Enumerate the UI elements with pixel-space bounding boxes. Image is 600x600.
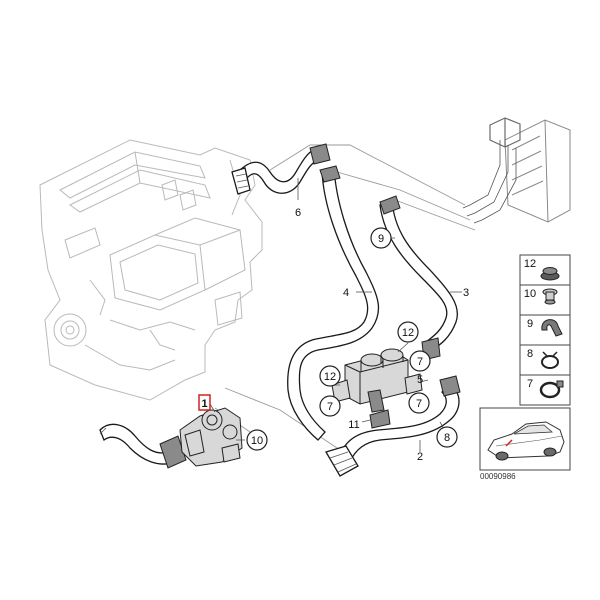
legend-label: 8: [527, 348, 533, 360]
callout-part-7-left[interactable]: 7: [319, 395, 341, 417]
hose-2-8: [325, 375, 461, 477]
hose-9-3: [379, 195, 458, 361]
legend-label: 12: [524, 258, 536, 270]
callout-label: 8: [444, 432, 450, 444]
callout-label: 11: [348, 419, 359, 431]
hose-6: [231, 143, 331, 195]
callout-label: 7: [417, 356, 423, 368]
callout-label: 4: [343, 287, 349, 299]
parts-legend: 12 10 9 8: [519, 254, 571, 406]
callout-label: 2: [417, 451, 423, 463]
callout-label: 9: [378, 233, 384, 245]
hose-4: [287, 165, 380, 441]
callout-part-9[interactable]: 9: [370, 227, 392, 249]
callout-label: 7: [416, 398, 422, 410]
callout-part-3[interactable]: 3: [463, 287, 469, 299]
engine-block-illustration: [39, 139, 263, 401]
callout-part-1[interactable]: 1: [198, 394, 211, 411]
legend-row-12[interactable]: 12: [524, 258, 560, 281]
callout-label: 1: [201, 398, 207, 410]
bolt-icon: [542, 288, 558, 305]
callout-part-10[interactable]: 10: [246, 429, 268, 451]
callout-label: 5: [417, 374, 423, 386]
callout-label: 10: [251, 435, 263, 447]
vehicle-thumbnail: [479, 407, 571, 471]
callout-part-8[interactable]: 8: [436, 426, 458, 448]
legend-label: 10: [524, 288, 536, 300]
callout-part-7-right[interactable]: 7: [408, 392, 430, 414]
hose-clamp-icon: [541, 351, 559, 369]
car-icon: [487, 421, 565, 461]
band-clamp-icon: [539, 380, 564, 399]
clamp-icon: [541, 319, 563, 337]
callout-part-6[interactable]: 6: [295, 207, 301, 219]
callout-part-7-upper[interactable]: 7: [409, 350, 431, 372]
callout-part-5[interactable]: 5: [417, 374, 423, 386]
callout-label: 7: [327, 401, 333, 413]
callout-part-2[interactable]: 2: [417, 451, 423, 463]
callout-label: 12: [324, 371, 336, 383]
highlight-box: [198, 394, 211, 411]
callout-part-4[interactable]: 4: [343, 287, 349, 299]
connector-11: [369, 409, 391, 429]
legend-label: 7: [527, 378, 533, 390]
legend-row-7[interactable]: 7: [527, 378, 564, 399]
legend-label: 9: [527, 318, 533, 330]
legend-row-8[interactable]: 8: [527, 348, 559, 369]
callout-label: 12: [402, 327, 414, 339]
callout-label: 3: [463, 287, 469, 299]
grommet-icon: [540, 267, 560, 281]
callout-part-12-upper[interactable]: 12: [397, 321, 419, 343]
legend-row-9[interactable]: 9: [527, 318, 563, 337]
diagram-reference-number: 00090986: [480, 472, 516, 481]
legend-row-10[interactable]: 10: [524, 288, 558, 305]
callout-part-11[interactable]: 11: [348, 419, 359, 431]
heater-core-illustration: [462, 117, 571, 224]
callout-part-12-lower[interactable]: 12: [319, 365, 341, 387]
callout-label: 6: [295, 207, 301, 219]
water-pump-1: [99, 407, 243, 469]
